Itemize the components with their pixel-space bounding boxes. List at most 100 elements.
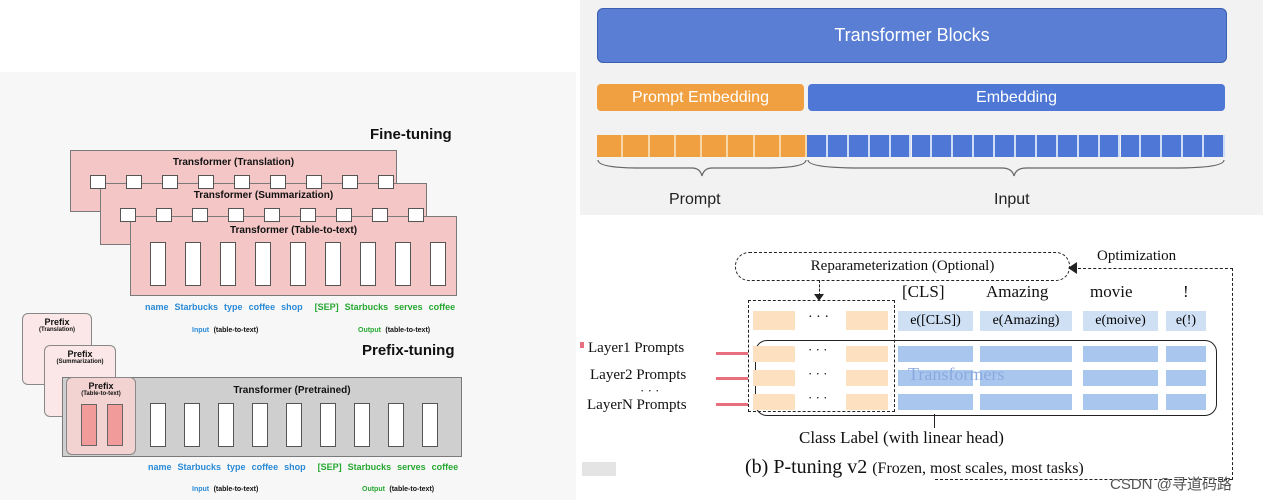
token-amazing: Amazing	[986, 282, 1049, 301]
embedding-cell	[597, 135, 624, 157]
transformer-layer-cell	[898, 370, 973, 386]
transformer-cell	[90, 175, 106, 189]
transformer-cell	[255, 242, 271, 286]
transformer-cell	[306, 175, 322, 189]
optimization-path-right	[1232, 268, 1233, 480]
embedding-cell	[780, 135, 807, 157]
input-word: Input	[192, 486, 210, 493]
embedding-cell	[702, 135, 729, 157]
embedding-cell	[1057, 135, 1079, 157]
transformer-layer-cell	[980, 346, 1072, 362]
transformer-layer-cell	[898, 346, 973, 362]
left-edge-mark	[580, 342, 584, 348]
token: [SEP]	[314, 302, 339, 312]
prompt-brace	[597, 159, 807, 177]
token: serves	[394, 302, 423, 312]
prompt-layer-cell	[846, 394, 888, 410]
transformer-cell	[234, 175, 250, 189]
input-sub: (table-to-text)	[213, 327, 259, 334]
transformer-cell	[354, 403, 370, 447]
optimization-path-bottom	[935, 479, 1232, 480]
fine-tuning-cells-middle	[120, 208, 424, 222]
transformer-cell	[198, 175, 214, 189]
input-label: Input	[994, 191, 1030, 208]
embedding-cell	[1120, 135, 1142, 157]
output-word: Output	[358, 327, 381, 334]
transformer-layer-cell	[1083, 346, 1158, 362]
embedding-cell	[1162, 135, 1184, 157]
token: shop	[281, 302, 303, 312]
embedding-cell	[953, 135, 975, 157]
prefix-title: Prefix	[67, 349, 93, 359]
pretrained-cells	[150, 403, 450, 447]
prefix-tuning-title: Prefix-tuning	[362, 342, 455, 359]
transformer-cell	[264, 208, 280, 222]
token: Starbucks	[174, 302, 219, 312]
embedding-amazing: e(Amazing)	[980, 311, 1072, 331]
embedding-bar: Embedding	[808, 84, 1225, 111]
layer2-prompts-label: Layer2 Prompts	[590, 367, 687, 383]
prefix-sub: (Summarization)	[56, 359, 104, 365]
prompt-embed-dots: · · ·	[808, 310, 829, 325]
transformer-cell	[320, 403, 336, 447]
transformer-cell	[336, 208, 352, 222]
embedding-cell	[869, 135, 891, 157]
layer1-prompts-label: Layer1 Prompts	[588, 340, 685, 356]
prompt-embed-cell	[846, 311, 888, 330]
layer-vdots: · · ·	[640, 383, 660, 398]
input-cell-row	[807, 135, 1225, 157]
embedding-exclamation: e(!)	[1166, 311, 1206, 331]
layer1-arrow-icon	[716, 352, 748, 355]
watermark: CSDN @寻道码路	[1110, 476, 1232, 493]
prefix-title: Prefix	[44, 317, 70, 327]
prefix-tuning-input-label: Input (table-to-text)	[192, 478, 258, 496]
transformer-cell	[218, 403, 234, 447]
layer2-arrow-icon	[716, 377, 748, 380]
transformer-cell	[150, 242, 166, 286]
fine-tuning-input-label: Input (table-to-text)	[192, 319, 258, 337]
input-brace	[807, 159, 1225, 177]
p-tuning-background	[580, 238, 1263, 500]
embedding-cls: e([CLS])	[898, 311, 973, 331]
transformer-cell	[325, 242, 341, 286]
fine-tuning-cells-back	[90, 175, 394, 189]
embedding-movie: e(moive)	[1083, 311, 1158, 331]
transformer-cell	[156, 208, 172, 222]
transformer-layer-cell	[1083, 394, 1158, 410]
pretrained-title: Transformer (Pretrained)	[233, 385, 351, 396]
prefix-tuning-output-label: Output (table-to-text)	[362, 478, 434, 496]
prefix-cell	[81, 404, 97, 446]
p-tuning-caption: (b) P-tuning v2 (Frozen, most scales, mo…	[745, 456, 1084, 479]
embedding-cell	[932, 135, 954, 157]
output-sub: (table-to-text)	[385, 327, 431, 334]
transformer-cell	[286, 403, 302, 447]
block-title: Transformer (Table-to-text)	[229, 225, 358, 236]
embedding-cell	[1183, 135, 1205, 157]
prompt-label: Prompt	[669, 191, 721, 208]
reparam-down-line	[819, 280, 820, 296]
transformer-cell	[290, 242, 306, 286]
token: Starbucks	[347, 462, 392, 472]
token: type	[227, 462, 246, 472]
caption-main: (b) P-tuning v2	[745, 456, 868, 478]
class-label: Class Label (with linear head)	[799, 428, 1004, 447]
fine-tuning-token-row: name Starbucks type coffee shop [SEP] St…	[145, 302, 475, 316]
output-sub: (table-to-text)	[389, 486, 435, 493]
transformer-cell	[162, 175, 178, 189]
transformer-layer-cell	[898, 394, 973, 410]
fine-tuning-output-label: Output (table-to-text)	[358, 319, 430, 337]
transformers-label: Transformers	[908, 364, 1005, 384]
embedding-cell	[623, 135, 650, 157]
embedding-cell	[974, 135, 996, 157]
embedding-cell	[911, 135, 933, 157]
prompt-layer-cell	[846, 370, 888, 386]
transformer-layer-cell	[1166, 370, 1206, 386]
token: name	[145, 302, 169, 312]
embedding-cell	[1099, 135, 1121, 157]
embedding-cell	[1141, 135, 1163, 157]
transformer-cell	[372, 208, 388, 222]
transformer-cell	[408, 208, 424, 222]
transformer-layer-cell	[1083, 370, 1158, 386]
transformer-layer-cell	[980, 370, 1072, 386]
block-title: Transformer (Translation)	[172, 157, 295, 168]
